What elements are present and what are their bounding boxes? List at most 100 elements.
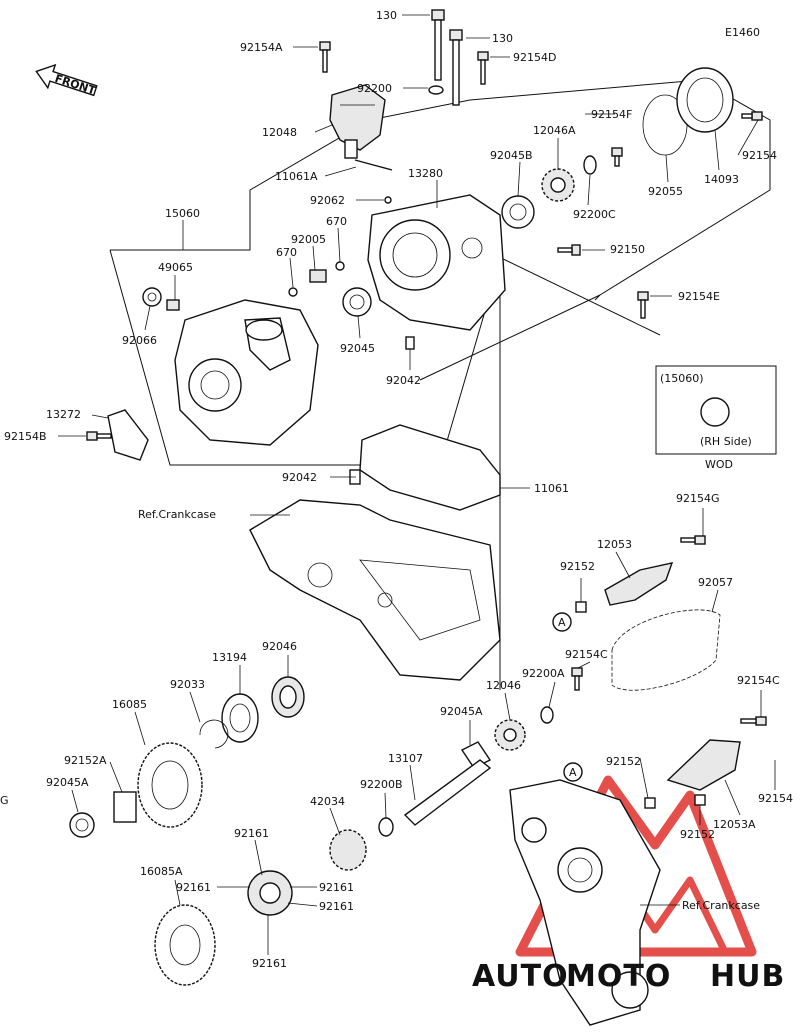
leader-lines (58, 14, 776, 955)
bearing-92045A-right (460, 741, 492, 769)
bolt-130-a (431, 9, 445, 81)
housing-13280 (367, 194, 506, 331)
watermark-auto: AUTO (472, 959, 569, 994)
gear-16085 (137, 742, 203, 828)
label-42034: 42034 (310, 795, 345, 808)
label-92154B: 92154B (4, 430, 47, 443)
spacer-92152A (113, 791, 137, 823)
label-11061A: 11061A (275, 170, 318, 183)
label-92042-b: 92042 (282, 471, 317, 484)
label-92045: 92045 (340, 342, 375, 355)
gear-42034 (329, 829, 367, 871)
label-130-a: 130 (376, 9, 397, 22)
bracket-13272 (107, 409, 149, 461)
circle-a-lower-label: A (569, 766, 577, 779)
gasket-11061A (354, 159, 393, 171)
bolt-92154E (637, 291, 649, 319)
label-92045A-left: 92045A (46, 776, 89, 789)
bolt-92154C-a (571, 667, 583, 691)
label-16085: 16085 (112, 698, 147, 711)
circlip-92033 (199, 719, 229, 749)
label-partial-left: G (0, 794, 9, 807)
tensioner-12048 (329, 84, 386, 159)
label-92154G: 92154G (676, 492, 720, 505)
label-13272: 13272 (46, 408, 81, 421)
collar-92152-c (694, 794, 706, 806)
label-12048: 12048 (262, 126, 297, 139)
label-92152A: 92152A (64, 754, 107, 767)
ref-circle-a-upper (552, 612, 572, 632)
bearing-92045A-left (69, 812, 95, 838)
washer-92200A (540, 706, 554, 724)
label-13194: 13194 (212, 651, 247, 664)
label-92045B: 92045B (490, 149, 533, 162)
label-92154C-b: 92154C (737, 674, 780, 687)
gasket-11061 (359, 424, 501, 511)
watermark-text: AUTO MOTO HUB (472, 959, 784, 994)
collar-92152-b (644, 797, 656, 809)
crankcase-ref-lower (509, 779, 661, 1026)
bolt-92154A (319, 41, 331, 73)
label-15060: 15060 (165, 207, 200, 220)
label-92046: 92046 (262, 640, 297, 653)
diagram-code: E1460 (725, 26, 760, 39)
label-92152-c: 92152 (680, 828, 715, 841)
label-92200A: 92200A (522, 667, 565, 680)
label-92200B: 92200B (360, 778, 403, 791)
label-92154C-a: 92154C (565, 648, 608, 661)
label-92161-e: 92161 (252, 957, 287, 970)
bearing-92045 (342, 287, 372, 317)
watermark-moto: MOTO (566, 959, 671, 994)
collar-92152-a (575, 601, 587, 613)
label-92042-a: 92042 (386, 374, 421, 387)
label-92161-c: 92161 (319, 881, 354, 894)
label-12046: 12046 (486, 679, 521, 692)
label-92062: 92062 (310, 194, 345, 207)
label-92150: 92150 (610, 243, 645, 256)
label-92154A: 92154A (240, 41, 283, 54)
label-92161-a: 92161 (234, 827, 269, 840)
label-12053A: 12053A (713, 818, 756, 831)
label-12046A: 12046A (533, 124, 576, 137)
inset-box: (15060) (RH Side) (655, 365, 777, 455)
label-16085A: 16085A (140, 865, 183, 878)
label-130-b: 130 (492, 32, 513, 45)
label-14093: 14093 (704, 173, 739, 186)
pump-body-15060 (174, 299, 319, 446)
label-92066: 92066 (122, 334, 157, 347)
label-12053: 12053 (597, 538, 632, 551)
label-92057: 92057 (698, 576, 733, 589)
label-92005: 92005 (291, 233, 326, 246)
oil-seal-92066 (142, 287, 162, 307)
label-92152-a: 92152 (560, 560, 595, 573)
needle-bearing-92046 (271, 676, 305, 718)
fitting-92005 (309, 269, 327, 283)
crankcase-ref-upper (249, 499, 501, 681)
washer-92200B (378, 817, 394, 837)
oring-670-a (288, 287, 298, 297)
front-label: FRONT (53, 72, 97, 98)
bearing-92045B (501, 195, 535, 229)
label-ref-crankcase-1: Ref.Crankcase (138, 508, 216, 521)
bolt-92154G (680, 535, 706, 545)
plug-92062 (384, 196, 392, 204)
front-arrow-icon: FRONT (35, 63, 98, 98)
label-13280: 13280 (408, 167, 443, 180)
wod-label: WOD (705, 458, 733, 471)
shaft-13107 (403, 759, 492, 826)
label-670-b: 670 (326, 215, 347, 228)
bolt-92154C-b (740, 716, 767, 726)
chain-92057 (611, 609, 721, 691)
guide-12053A (666, 739, 741, 791)
gear-12046A (541, 168, 575, 202)
gear-16085A (154, 904, 216, 986)
label-92161-d: 92161 (319, 900, 354, 913)
label-670-a: 670 (276, 246, 297, 259)
label-92045A-right: 92045A (440, 705, 483, 718)
bolt-92154B (86, 431, 112, 441)
bolt-130-b (449, 29, 463, 106)
inset-side-label: (RH Side) (700, 435, 752, 448)
label-49065: 49065 (158, 261, 193, 274)
gear-12046 (494, 719, 526, 751)
